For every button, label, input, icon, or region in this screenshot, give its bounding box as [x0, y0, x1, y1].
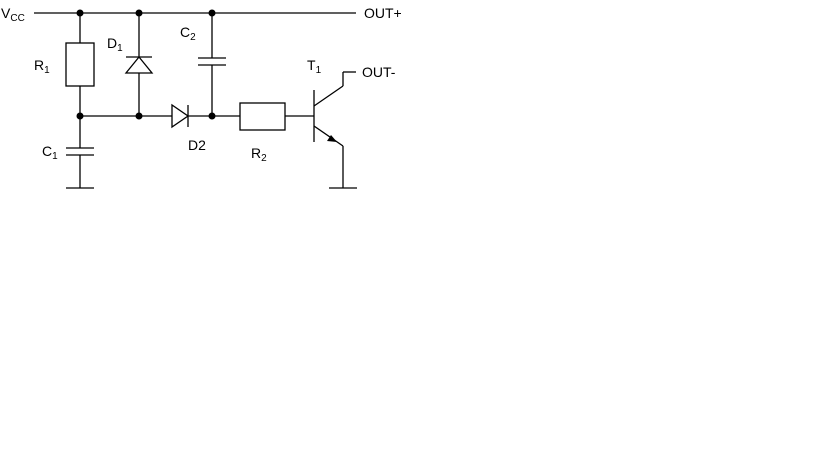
- junction-dot: [76, 9, 84, 17]
- label-out-minus: OUT-: [362, 64, 396, 80]
- diode-d2-triangle: [171, 103, 190, 129]
- label-c1: C1: [42, 143, 58, 162]
- diode-d1-triangle: [124, 55, 154, 74]
- junction-dot: [208, 112, 216, 120]
- transistor-t1-collector: [313, 85, 344, 107]
- label-out-plus: OUT+: [364, 5, 402, 21]
- junction-dot: [208, 9, 216, 17]
- resistor-r2: [239, 102, 286, 131]
- resistor-r1: [65, 42, 95, 87]
- label-r2: R2: [251, 145, 267, 164]
- transistor-t1-emitter: [313, 125, 344, 147]
- label-vcc: VCC: [1, 5, 25, 24]
- label-r1: R1: [34, 57, 50, 76]
- emitter-arrow-icon: [327, 135, 337, 142]
- junction-dot: [76, 112, 84, 120]
- junction-dot: [135, 9, 143, 17]
- label-c2: C2: [180, 24, 196, 43]
- label-d1: D1: [107, 35, 123, 54]
- junction-dot: [135, 112, 143, 120]
- label-d2: D2: [188, 137, 206, 153]
- label-t1: T1: [307, 57, 322, 76]
